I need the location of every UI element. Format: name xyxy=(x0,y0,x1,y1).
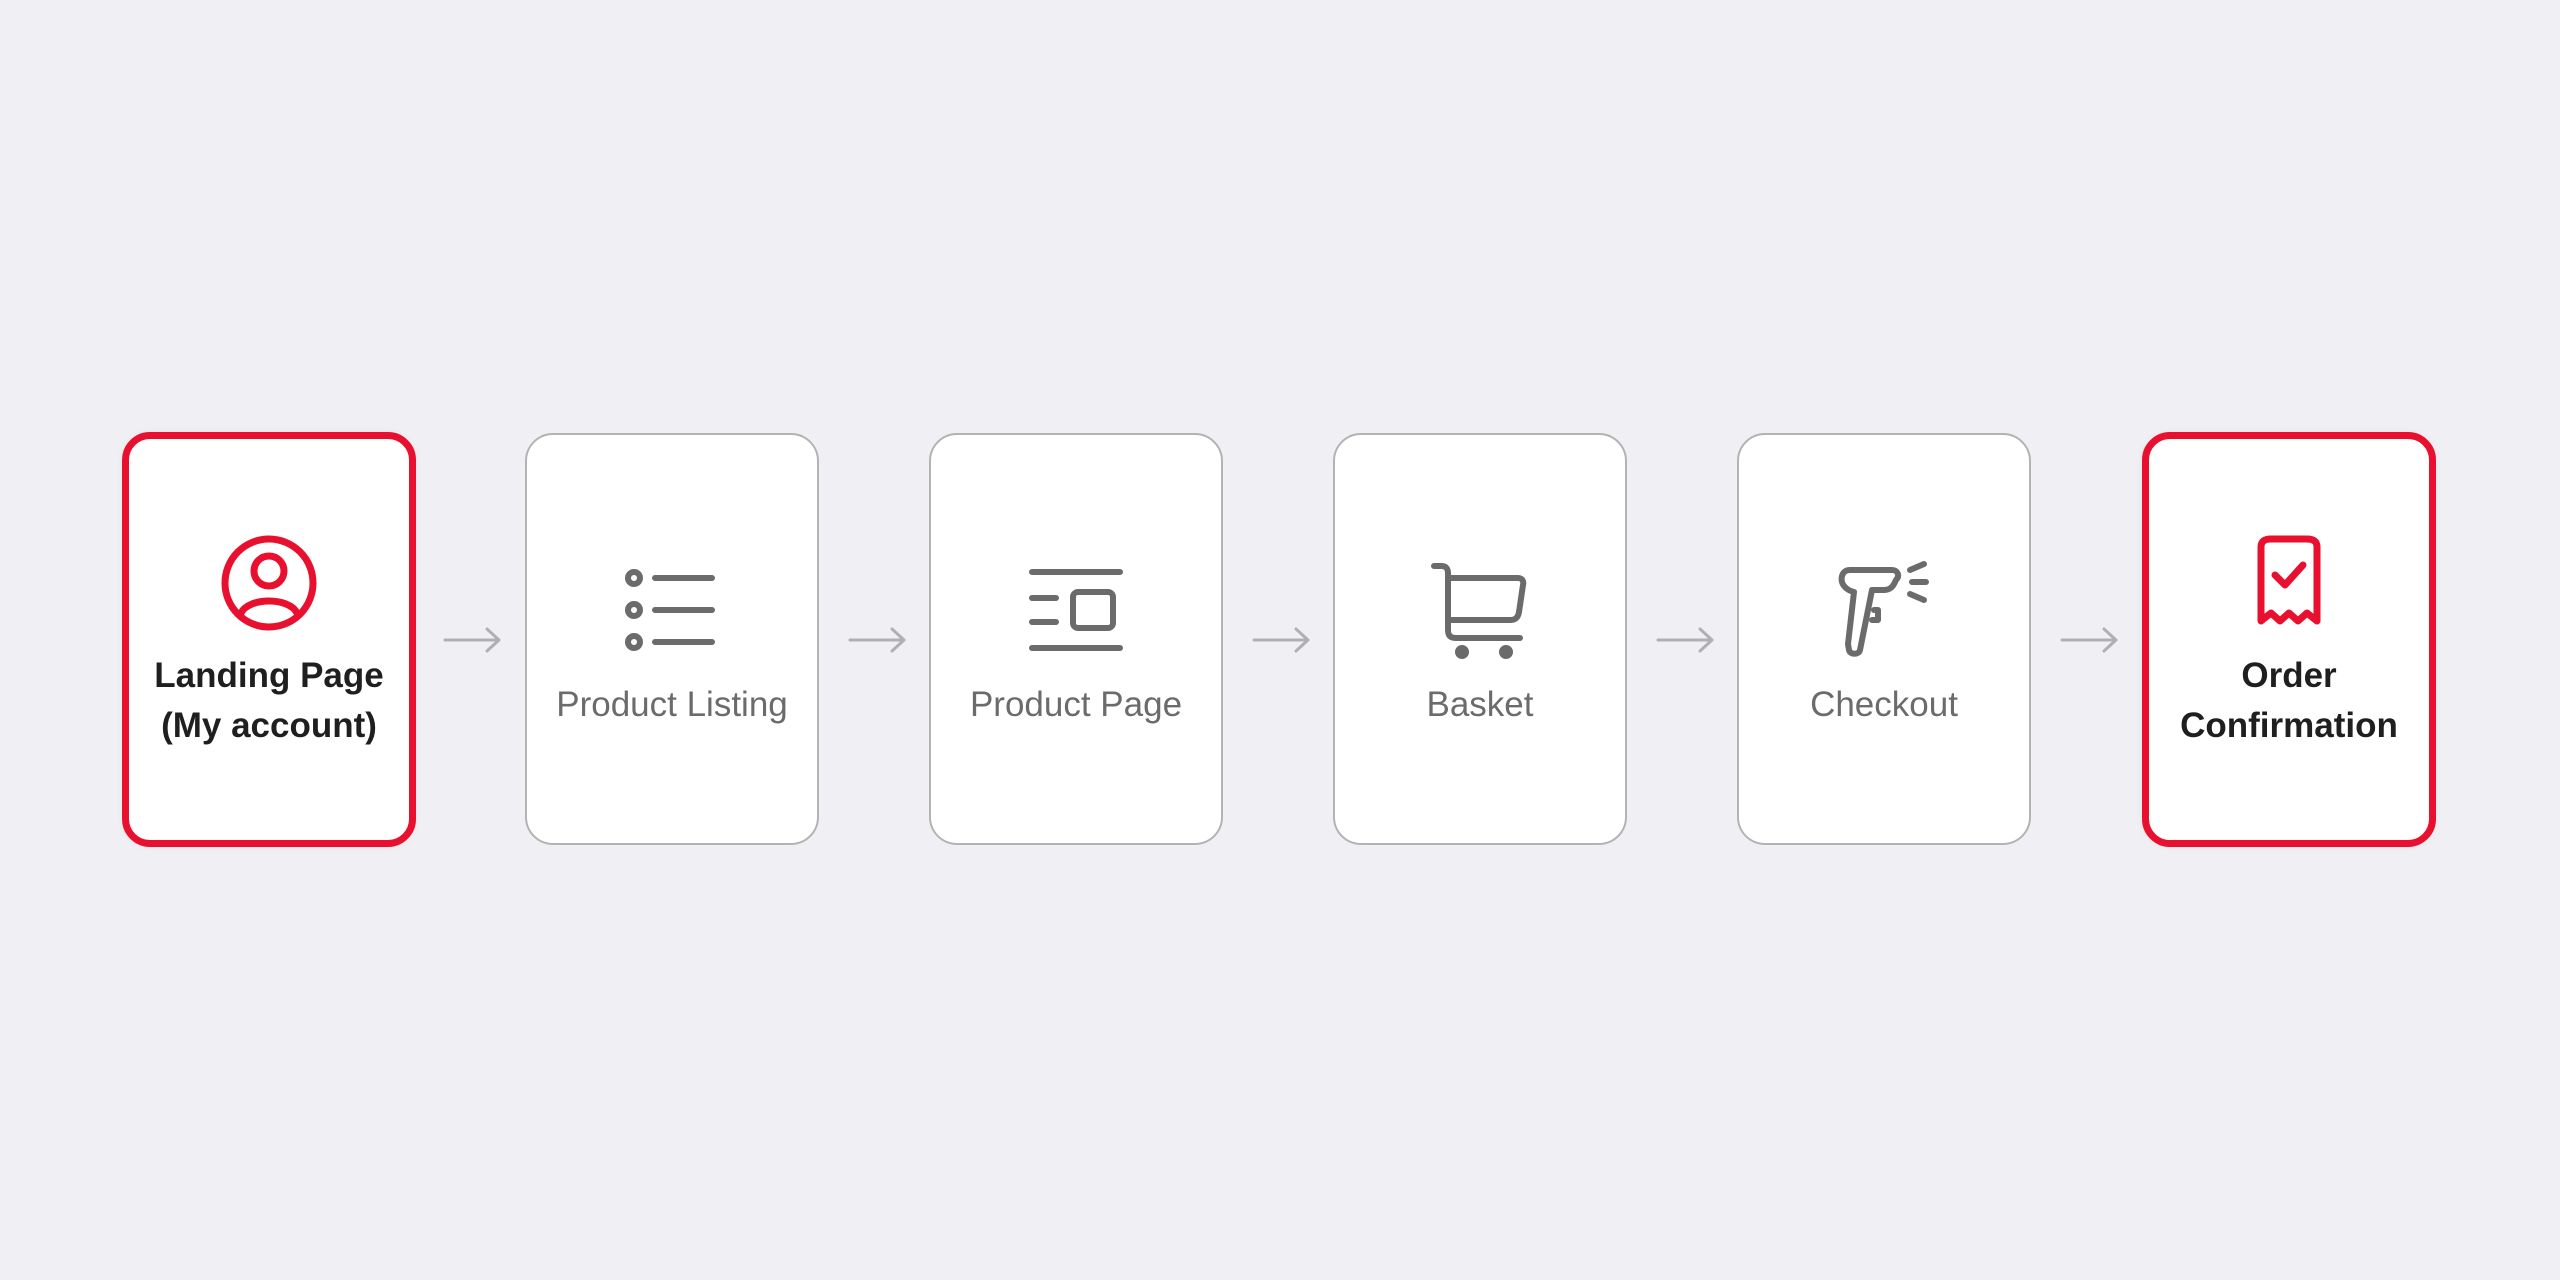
arrow-right-icon xyxy=(443,620,503,660)
step-label: Product Listing xyxy=(556,685,788,724)
arrow-right-icon xyxy=(1656,620,1716,660)
page-layout-icon xyxy=(1026,560,1126,660)
receipt-check-icon xyxy=(2239,533,2339,633)
step-checkout: Checkout xyxy=(1737,433,2031,845)
arrow-right-icon xyxy=(1252,620,1312,660)
user-circle-icon xyxy=(219,533,319,633)
step-label: Landing Page (My account) xyxy=(154,656,384,745)
barcode-scanner-icon xyxy=(1834,560,1934,660)
step-landing-page: Landing Page (My account) xyxy=(122,432,416,847)
step-label: Order Confirmation xyxy=(2180,656,2398,745)
list-icon xyxy=(622,560,722,660)
arrow-right-icon xyxy=(848,620,908,660)
shopping-cart-icon xyxy=(1430,560,1530,660)
step-order-confirmation: Order Confirmation xyxy=(2142,432,2436,847)
step-product-listing: Product Listing xyxy=(525,433,819,845)
arrow-right-icon xyxy=(2060,620,2120,660)
step-label: Basket xyxy=(1426,685,1534,724)
step-label: Product Page xyxy=(969,685,1183,724)
step-basket: Basket xyxy=(1333,433,1627,845)
step-label: Checkout xyxy=(1810,685,1958,724)
step-product-page: Product Page xyxy=(929,433,1223,845)
